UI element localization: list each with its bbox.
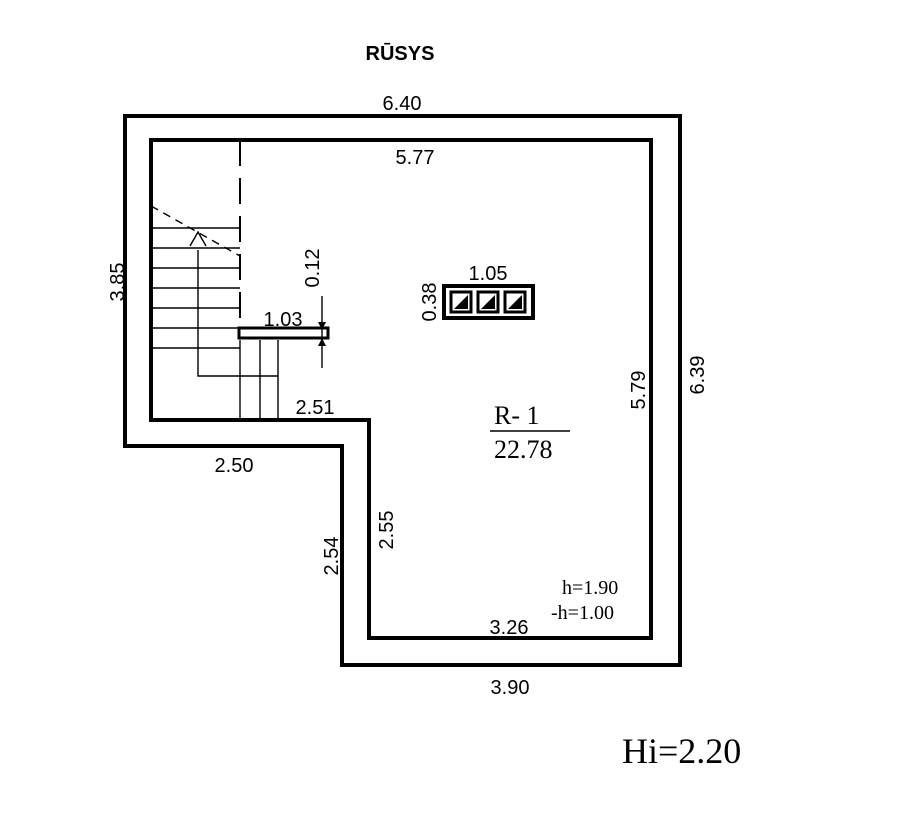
gap-arrow-up-icon: [318, 338, 326, 346]
height-note-2: -h=1.00: [551, 602, 614, 624]
dim-stair-gap: 0.12: [302, 249, 324, 288]
outer-wall: [123, 114, 682, 667]
dim-inner-bottom: 3.26: [490, 617, 529, 639]
inner-height: Hi=2.20: [622, 731, 741, 771]
dim-inner-right: 5.79: [628, 371, 650, 410]
dim-outer-bottom: 3.90: [491, 677, 530, 699]
stair-walk-line: [197, 250, 240, 377]
dim-vent-width: 1.05: [469, 263, 508, 285]
staircase: [150, 140, 330, 420]
dim-stair-landing: 1.03: [264, 309, 303, 331]
dim-outer-left: 3.85: [107, 263, 129, 302]
ventilation-block: [442, 284, 535, 320]
dim-outer-lower-left: 2.54: [321, 537, 343, 576]
dim-outer-mid-left: 2.50: [215, 455, 254, 477]
dim-inner-lower-left: 2.55: [376, 511, 398, 550]
room-label: R- 1: [494, 401, 540, 430]
stair-landing: [237, 326, 330, 340]
room-area: 22.78: [494, 435, 553, 464]
dim-vent-depth: 0.38: [419, 283, 441, 322]
plan-title: RŪSYS: [366, 43, 435, 65]
dim-outer-right: 6.39: [687, 356, 709, 395]
dim-inner-mid-left: 2.51: [296, 397, 335, 419]
dim-inner-top: 5.77: [396, 147, 435, 169]
gap-arrow-down-icon: [318, 322, 326, 330]
dim-outer-top: 6.40: [383, 93, 422, 115]
inner-wall: [149, 138, 653, 640]
height-note-1: h=1.90: [562, 577, 618, 599]
stair-arrow-icon: [189, 230, 207, 247]
